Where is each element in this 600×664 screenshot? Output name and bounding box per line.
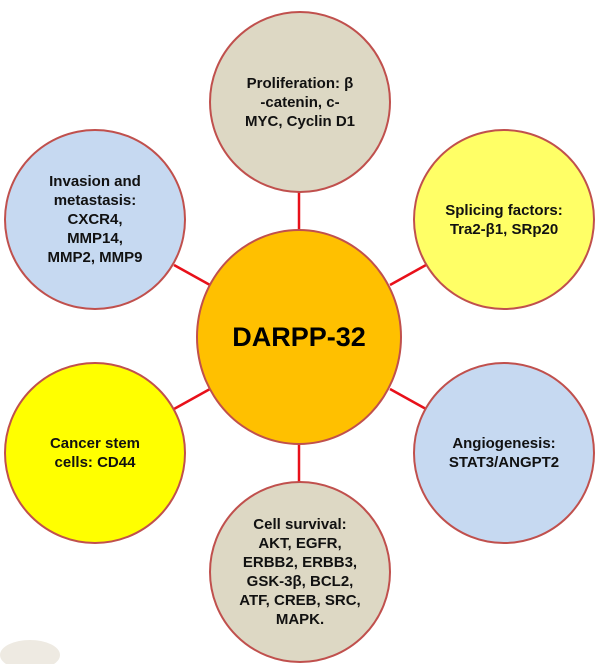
node-darpp32-center: DARPP-32 [196,229,402,445]
center-label: DARPP-32 [232,322,366,352]
link-cancer-stem [173,387,211,411]
node-label: Angiogenesis: STAT3/ANGPT2 [448,435,560,471]
node-label: Splicing factors: Tra2-β1, SRp20 [445,201,563,238]
node-invasion: Invasion and metastasis: CXCR4, MMP14, M… [4,129,186,310]
node-proliferation: Proliferation: β -catenin, c- MYC, Cycli… [209,11,391,193]
node-cell-survival: Cell survival: AKT, EGFR, ERBB2, ERBB3, … [209,481,391,663]
node-label: Proliferation: β -catenin, c- MYC, Cycli… [244,74,356,130]
node-label: Invasion and metastasis: CXCR4, MMP14, M… [47,173,143,266]
node-label: Cell survival: AKT, EGFR, ERBB2, ERBB3, … [239,516,361,628]
watermark-blob [0,640,60,664]
node-label: Cancer stem cells: CD44 [49,435,141,471]
link-angiogenesis [389,387,427,411]
link-invasion [173,263,211,287]
node-angiogenesis: Angiogenesis: STAT3/ANGPT2 [413,362,595,544]
node-cancer-stem: Cancer stem cells: CD44 [4,362,186,544]
link-splicing [389,263,427,287]
node-splicing: Splicing factors: Tra2-β1, SRp20 [413,129,595,310]
